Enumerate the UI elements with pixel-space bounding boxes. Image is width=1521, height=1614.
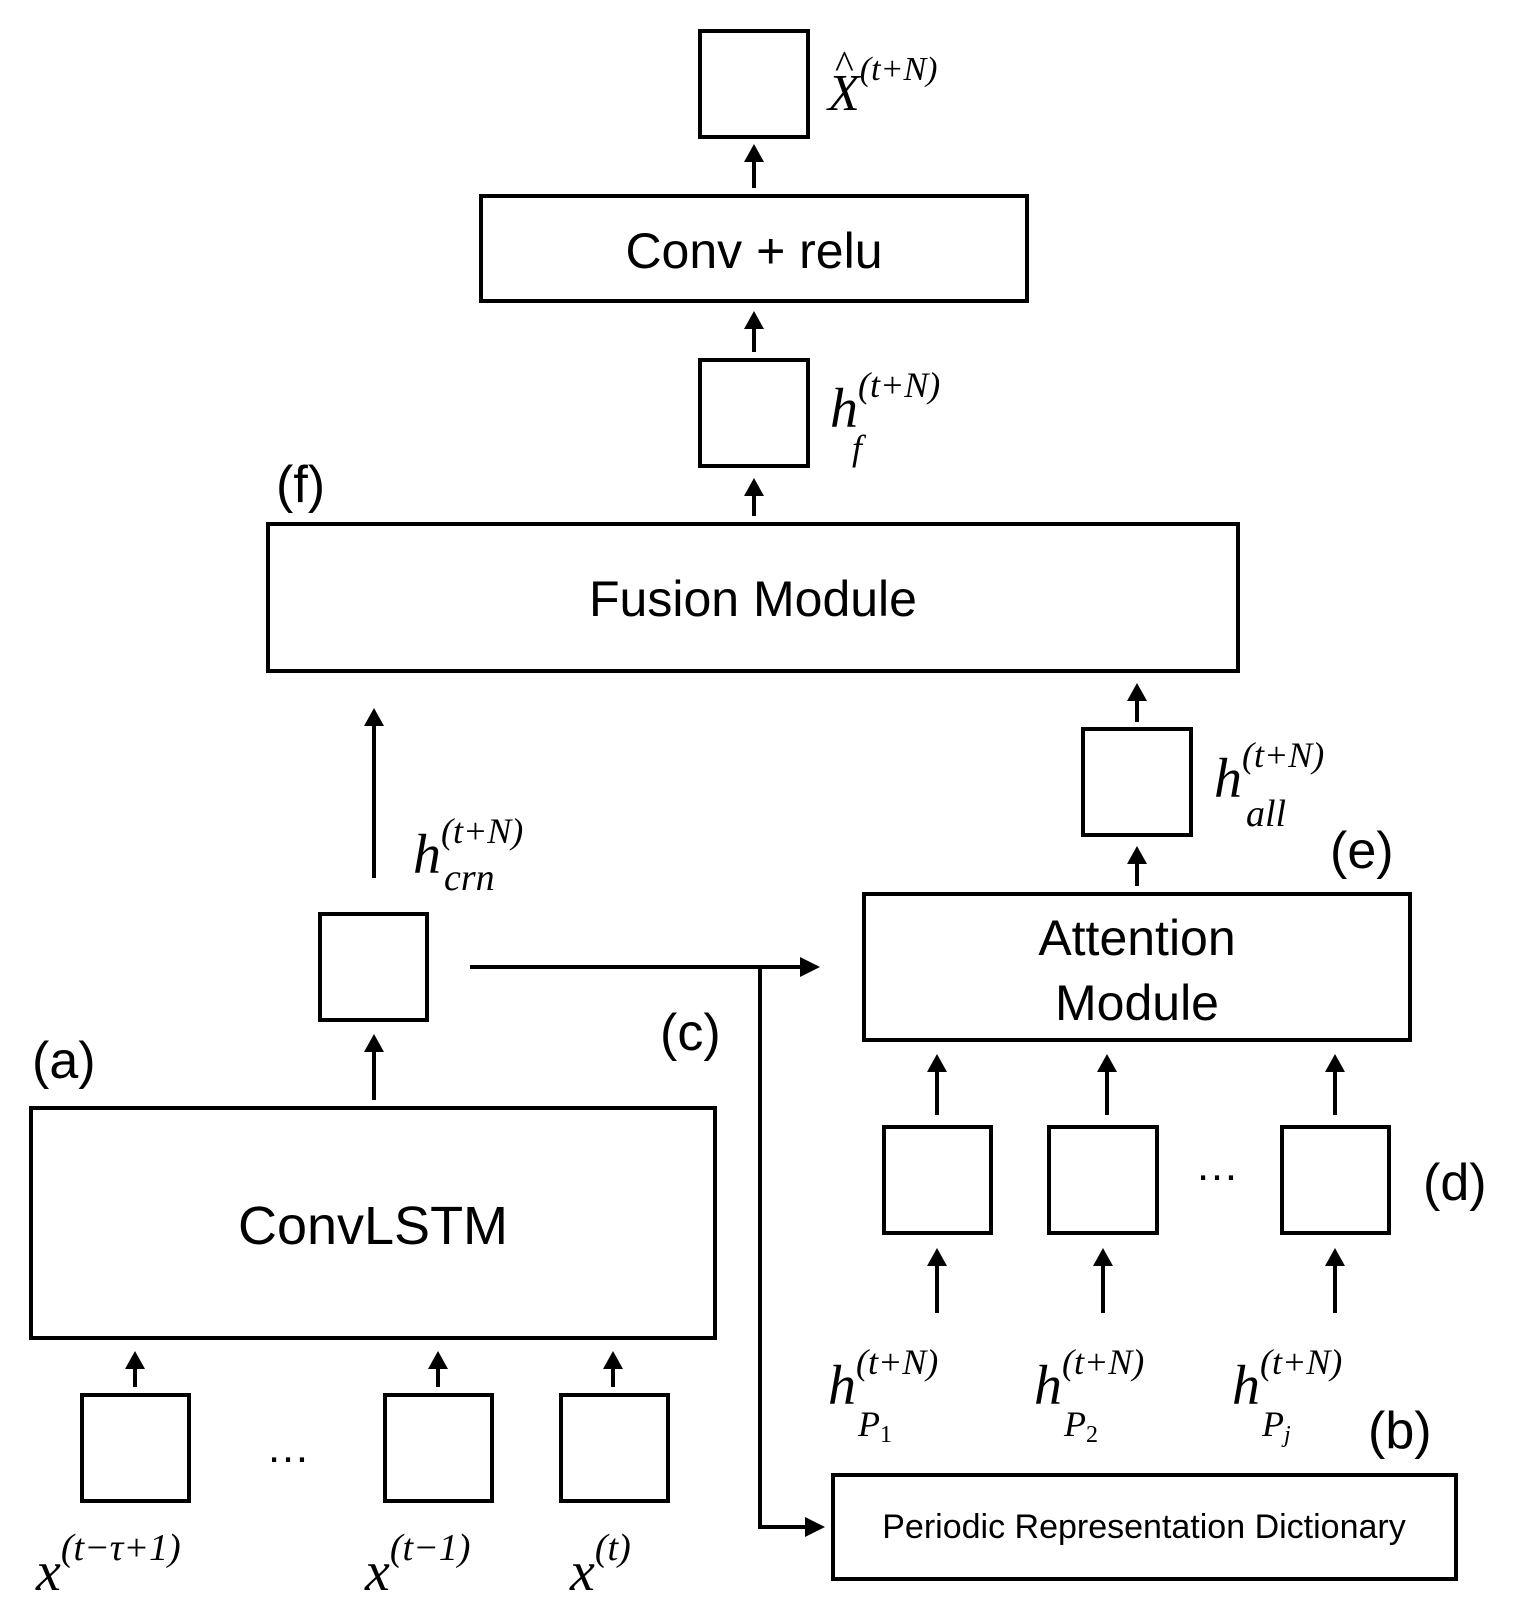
periodic-dictionary-box xyxy=(831,1473,1458,1581)
hp1-subscript: P1 xyxy=(857,1404,892,1448)
hcrn-symbol: h(t+N) xyxy=(413,811,523,886)
tag-c: (c) xyxy=(660,1004,721,1062)
hp2-symbol: h(t+N) xyxy=(1034,1342,1144,1417)
hpj-symbol: h(t+N) xyxy=(1232,1342,1342,1417)
attention-module-box xyxy=(862,892,1412,1042)
tag-e: (e) xyxy=(1330,822,1394,880)
arrow-p2-to-attention xyxy=(1097,1054,1117,1115)
periodic-dictionary-label: Periodic Representation Dictionary xyxy=(882,1508,1405,1546)
arrow-fusion-to-hf xyxy=(744,478,764,516)
hcrn-tensor-box xyxy=(318,912,429,1022)
input-t-symbol: x(t) xyxy=(569,1527,631,1603)
output-tensor-box xyxy=(698,29,810,139)
input-first-symbol: x(t−τ+1) xyxy=(35,1527,181,1603)
tag-a: (a) xyxy=(32,1032,96,1090)
arrow-hp2-to-tensor xyxy=(1093,1248,1113,1313)
hf-subscript: f xyxy=(852,428,867,468)
hall-subscript: all xyxy=(1246,793,1286,835)
fusion-module-box xyxy=(266,522,1240,673)
arrow-convlstm-to-hcrn xyxy=(364,1034,384,1100)
arrow-p1-to-attention xyxy=(927,1054,947,1115)
periodic-tensor-box-j xyxy=(1280,1125,1391,1235)
arrow-input-first-to-convlstm xyxy=(125,1351,145,1387)
hp2-subscript: P2 xyxy=(1063,1404,1098,1448)
input-ellipsis: … xyxy=(266,1423,310,1472)
hall-tensor-box xyxy=(1081,727,1193,837)
input-prev-symbol: x(t−1) xyxy=(364,1527,470,1603)
arrow-hcrn-to-fusion xyxy=(364,708,384,878)
arrow-hpj-to-tensor xyxy=(1325,1248,1345,1313)
connector-hcrn-to-dictionary xyxy=(758,967,825,1537)
hp1-symbol: h(t+N) xyxy=(828,1342,938,1417)
fusion-module-label: Fusion Module xyxy=(589,571,917,627)
tag-b: (b) xyxy=(1368,1402,1432,1460)
arrow-hall-to-fusion xyxy=(1127,683,1147,722)
tag-d: (d) xyxy=(1423,1154,1487,1212)
convlstm-label: ConvLSTM xyxy=(238,1196,508,1256)
tag-f: (f) xyxy=(276,456,325,514)
hcrn-subscript: crn xyxy=(444,857,495,899)
arrow-input-prev-to-convlstm xyxy=(428,1351,448,1387)
conv-relu-label: Conv + relu xyxy=(625,223,882,279)
output-hat-accent: ^ xyxy=(835,42,854,87)
output-symbol: X(t+N) xyxy=(826,51,937,122)
input-tensor-box-t xyxy=(559,1393,670,1503)
hf-tensor-box xyxy=(698,358,810,468)
periodic-tensor-box-2 xyxy=(1047,1125,1159,1235)
conv-relu-box xyxy=(479,194,1029,303)
attention-module-label: Attention xyxy=(1038,910,1235,966)
arrow-conv-to-output xyxy=(744,144,764,188)
attention-module-label-line2: Module xyxy=(1055,975,1219,1031)
hf-symbol: h(t+N) xyxy=(830,365,940,440)
arrow-hf-to-conv xyxy=(744,311,764,352)
hpj-subscript: Pj xyxy=(1261,1404,1291,1448)
connector-hcrn-to-attention xyxy=(470,957,820,977)
convlstm-box xyxy=(29,1106,717,1340)
periodic-ellipsis: … xyxy=(1195,1141,1239,1190)
arrow-pj-to-attention xyxy=(1325,1054,1345,1115)
periodic-tensor-box-1 xyxy=(882,1125,993,1235)
hall-symbol: h(t+N) xyxy=(1214,735,1324,810)
arrow-attention-to-hall xyxy=(1127,846,1147,886)
input-tensor-box-first xyxy=(80,1393,191,1503)
arrow-hp1-to-tensor xyxy=(927,1248,947,1313)
arrow-input-t-to-convlstm xyxy=(603,1351,623,1387)
input-tensor-box-prev xyxy=(383,1393,494,1503)
